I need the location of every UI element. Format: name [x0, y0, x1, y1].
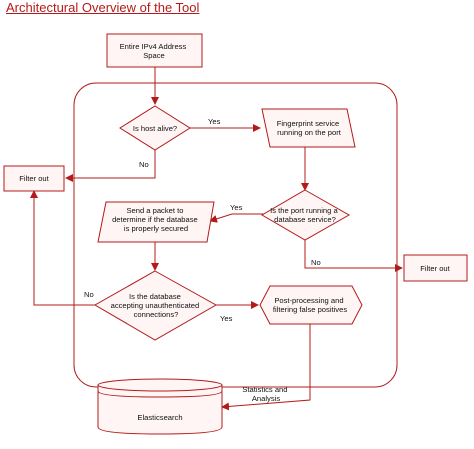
fingerprint-label: Fingerprint service running on the port	[277, 119, 342, 137]
db-service-decision	[261, 189, 351, 241]
host-alive-decision	[119, 105, 191, 151]
edge-label-no-host: No	[139, 160, 149, 169]
filter-out-right-label: Filter out	[420, 264, 450, 273]
post-processing-label: Post-processing and filtering false posi…	[273, 296, 347, 314]
unauth-label: Is the database accepting unauthenticate…	[111, 292, 202, 319]
database-ring	[97, 390, 223, 398]
send-packet-label: Send a packet to determine if the databa…	[112, 206, 200, 233]
elasticsearch-database	[97, 385, 223, 435]
filter-out-left-label: Filter out	[19, 174, 49, 183]
edge-label-yes-host: Yes	[208, 117, 221, 126]
edge-post-to-es	[221, 318, 311, 411]
start-node	[106, 33, 203, 68]
filter-out-right-node	[403, 254, 468, 282]
db-service-label: Is the port running a database service?	[270, 206, 340, 224]
edge-label-stats: Statistics and Analysis	[242, 385, 289, 403]
edge-label-yes-db: Yes	[230, 203, 243, 212]
post-processing-node	[259, 285, 363, 325]
host-alive-label: Is host alive?	[133, 124, 177, 133]
start-label: Entire IPv4 Address Space	[120, 42, 189, 60]
database-top	[97, 378, 223, 392]
unauth-decision	[93, 270, 218, 341]
edge-db-no	[304, 239, 403, 272]
filter-out-left-node	[3, 165, 65, 192]
diagram-title: Architectural Overview of the Tool	[6, 0, 200, 15]
edges	[30, 67, 403, 411]
send-packet-node	[97, 201, 215, 243]
edge-unauth-no	[30, 190, 96, 306]
edge-label-no-db: No	[311, 258, 321, 267]
edge-label-yes-unauth: Yes	[220, 314, 233, 323]
edge-db-yes	[209, 213, 268, 223]
elasticsearch-label: Elasticsearch	[137, 413, 182, 422]
edge-host-no	[65, 150, 156, 182]
edge-label-no-unauth: No	[84, 290, 94, 299]
process-container	[73, 82, 398, 388]
fingerprint-node	[261, 108, 356, 148]
